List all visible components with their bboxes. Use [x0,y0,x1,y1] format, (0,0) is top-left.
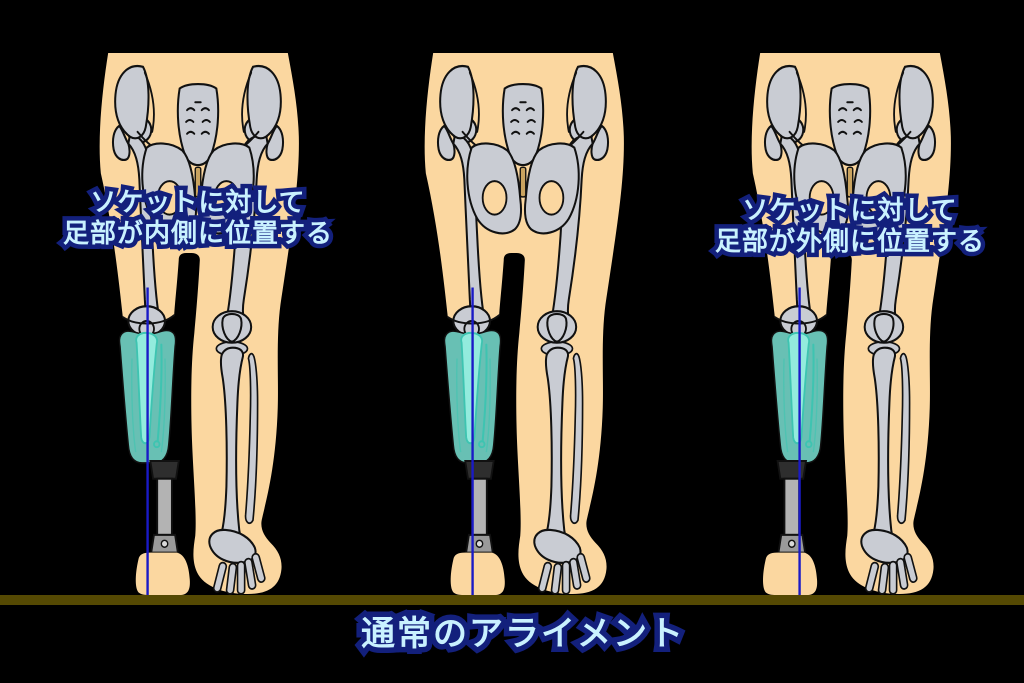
prosthetic-foot [135,552,190,595]
figure-panel-right [740,53,960,595]
prosthetic-lower-group [135,459,190,595]
diagram-title: 通常のアライメント [273,614,773,654]
caption-line-2: 足部が内側に位置する [38,218,358,249]
pelvis [439,64,607,235]
pylon [783,477,801,536]
pylon [471,477,488,536]
leg-figure-svg [751,53,951,595]
caption-line-2: 足部が外側に位置する [690,226,1010,257]
title-text: 通常のアライメント [273,614,773,654]
caption-line-1: ソケットに対して [690,195,1010,226]
prosthetic-lower-group [763,459,818,595]
toe-bones [864,552,918,595]
leg-figure-svg [99,53,299,595]
caption-line-1: ソケットに対して [38,187,358,218]
right-lower-leg-bones [860,310,918,595]
prosthetic-foot [763,552,818,595]
toe-bones [537,552,591,595]
right-lower-leg-bones [533,310,591,595]
prosthetic-lower-group [450,459,505,595]
pylon [156,477,173,536]
caption-foot-medial: ソケットに対して 足部が内側に位置する [38,187,358,249]
caption-foot-lateral: ソケットに対して 足部が外側に位置する [690,195,1010,257]
figure-panel-center [413,53,633,595]
prosthetic-foot [450,552,505,595]
right-lower-leg-bones [208,310,266,595]
leg-figure-svg [424,53,624,595]
toe-bones [212,552,266,595]
figure-panel-left [88,53,308,595]
ground-line [0,595,1024,605]
